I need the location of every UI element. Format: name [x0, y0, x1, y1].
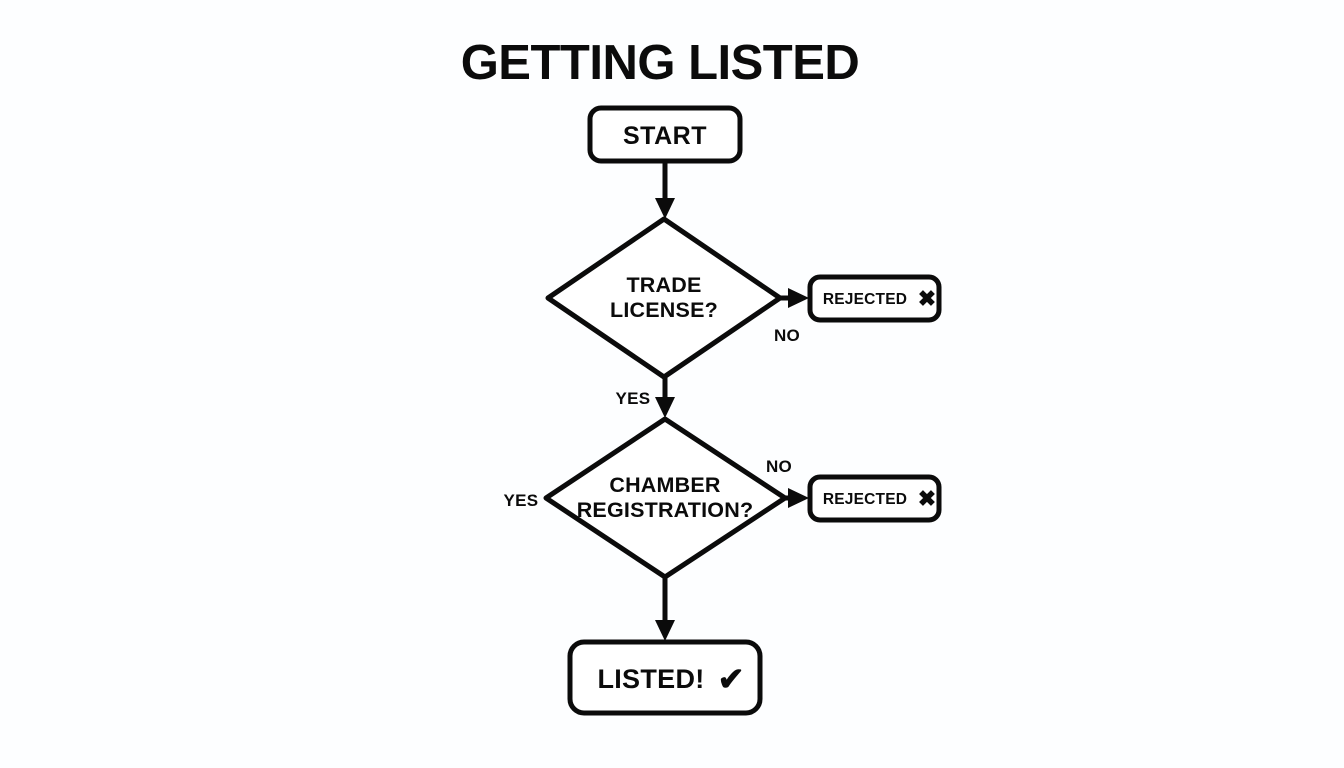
arrowhead-trade-yes: [655, 397, 675, 418]
node-decision-trade-license-line2: LICENSE?: [610, 298, 718, 322]
cross-icon: ✖: [918, 286, 936, 311]
diagram-title: GETTING LISTED: [461, 36, 860, 90]
node-decision-chamber-line1: CHAMBER: [609, 473, 721, 497]
arrowhead-chamber-no: [788, 488, 809, 508]
edge-label-chamber-yes: YES: [504, 491, 539, 510]
node-rejected-trade: [807, 274, 942, 323]
node-decision-trade-license-line1: TRADE: [626, 273, 701, 297]
node-decision-chamber-line2: REGISTRATION?: [577, 498, 754, 522]
arrowhead-start-to-trade: [655, 198, 675, 219]
node-rejected-trade-label: REJECTED: [823, 291, 907, 308]
cross-icon-2: ✖: [918, 486, 936, 511]
node-listed: [567, 639, 763, 716]
edge-label-trade-no: NO: [774, 326, 800, 345]
check-icon: ✔: [718, 661, 745, 697]
node-rejected-chamber-label: REJECTED: [823, 491, 907, 508]
edge-label-trade-yes: YES: [616, 389, 651, 408]
node-start-label: START: [623, 122, 707, 150]
node-listed-label: LISTED!: [597, 664, 704, 694]
arrowhead-chamber-to-listed: [655, 620, 675, 641]
node-rejected-chamber: [807, 474, 942, 523]
arrowhead-trade-no: [788, 288, 809, 308]
edge-label-chamber-no: NO: [766, 457, 792, 476]
